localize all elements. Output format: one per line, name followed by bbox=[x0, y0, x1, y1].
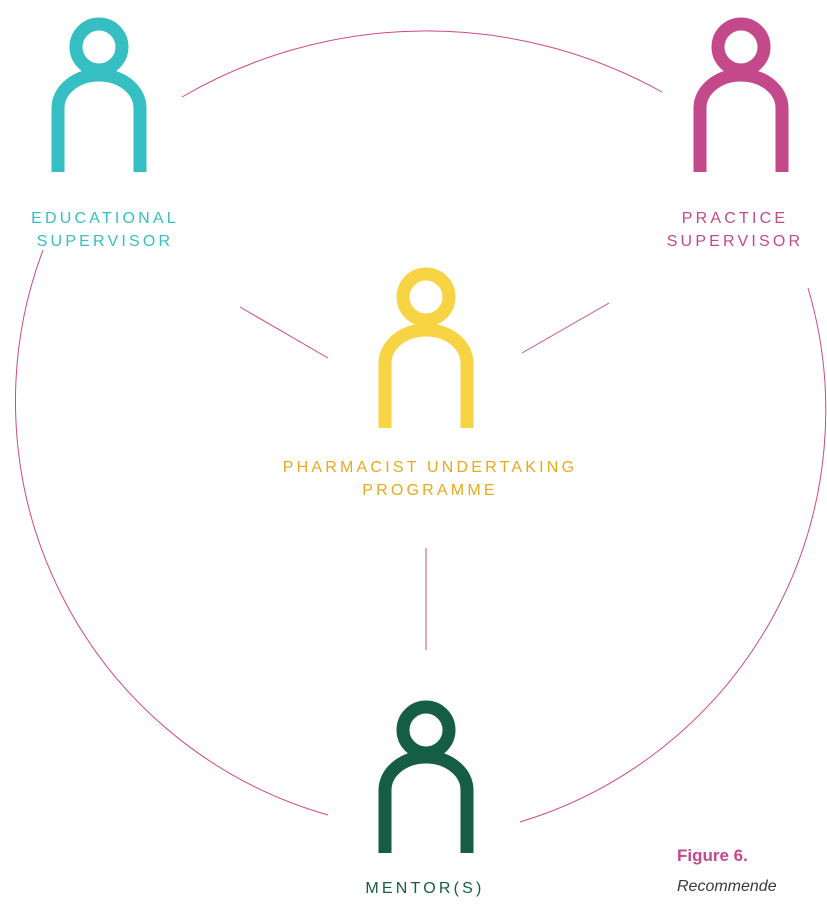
label-line: MENTOR(S) bbox=[365, 880, 485, 897]
practice-supervisor-label: PRACTICE SUPERVISOR bbox=[645, 207, 825, 253]
figure-caption-text: Recommende bbox=[677, 878, 777, 895]
pharmacist-label: PHARMACIST UNDERTAKING PROGRAMME bbox=[240, 456, 620, 502]
label-line: PROGRAMME bbox=[362, 482, 498, 499]
person-icon bbox=[693, 17, 789, 172]
label-line: PHARMACIST UNDERTAKING bbox=[282, 459, 578, 476]
connector-educational-pharmacist bbox=[239, 306, 329, 359]
arc-top bbox=[181, 30, 663, 98]
arc-left bbox=[14, 249, 329, 816]
educational-supervisor-label: EDUCATIONAL SUPERVISOR bbox=[0, 207, 210, 253]
arc-right bbox=[519, 287, 827, 823]
person-icon bbox=[378, 700, 474, 853]
connector-practice-pharmacist bbox=[521, 302, 610, 354]
figure-caption-title: Figure 6. bbox=[677, 846, 748, 865]
person-icon bbox=[51, 17, 147, 172]
label-line: PRACTICE bbox=[681, 210, 789, 227]
label-line: SUPERVISOR bbox=[36, 233, 174, 250]
label-line: EDUCATIONAL bbox=[31, 210, 179, 227]
mentor-label: MENTOR(S) bbox=[300, 877, 550, 900]
label-line: SUPERVISOR bbox=[666, 233, 804, 250]
person-icon bbox=[378, 267, 474, 428]
